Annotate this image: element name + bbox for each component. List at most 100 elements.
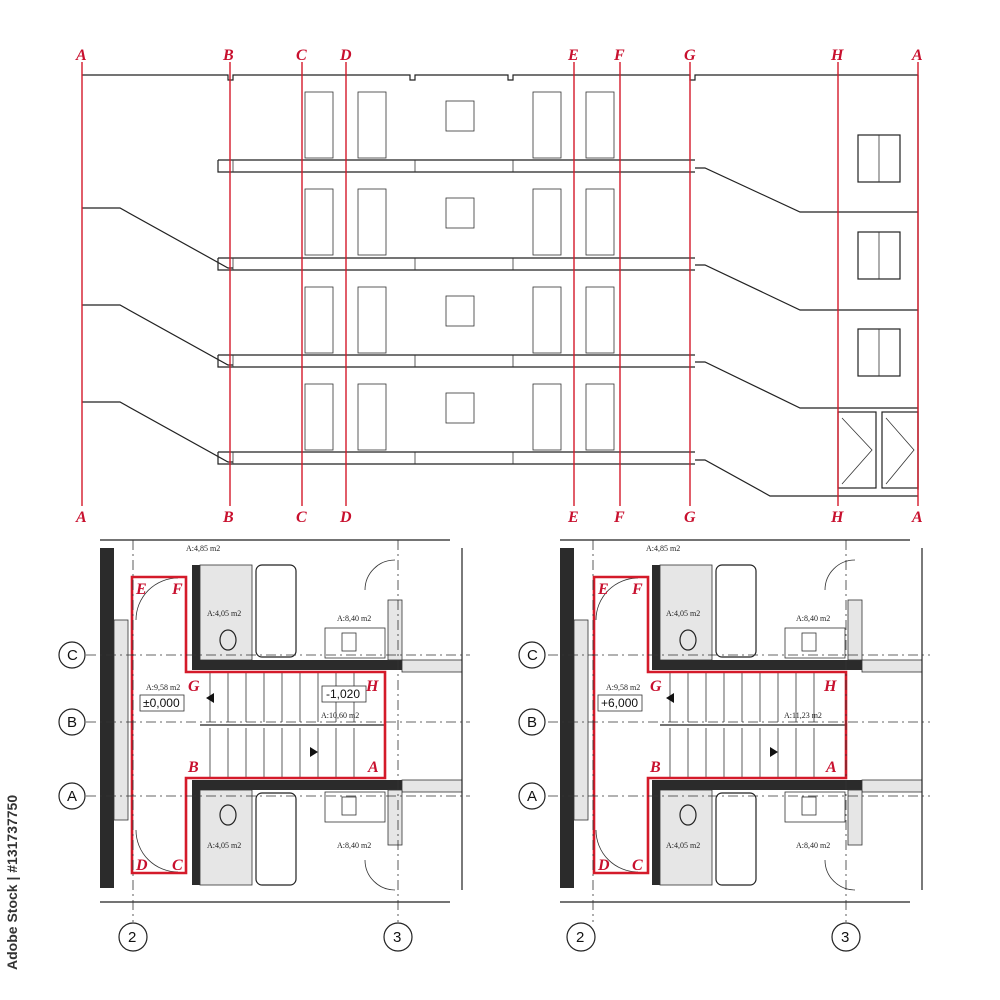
floor-slab [217, 451, 695, 465]
section-label: A [75, 509, 87, 526]
plan-section-label: F [171, 581, 183, 598]
level-mark: ±0,000 [143, 696, 180, 710]
door [532, 91, 562, 159]
elevation-bottom-labels: A B C D E F G H A [75, 509, 923, 526]
stove [801, 796, 817, 816]
bathtub [715, 792, 757, 886]
window [445, 197, 475, 229]
window [445, 295, 475, 327]
plan-section-label: B [187, 759, 199, 776]
toilet [679, 804, 697, 826]
room-area: A:9,58 m2 [606, 683, 640, 692]
plan-section-label: D [597, 857, 610, 874]
wall-hatch [401, 659, 463, 673]
door-swing [364, 859, 396, 891]
door [532, 188, 562, 256]
axis-row-label: A [67, 788, 77, 805]
section-label: E [567, 509, 579, 526]
axis-col-label: 3 [841, 929, 849, 946]
plan-section-label: C [172, 857, 183, 874]
wall [652, 660, 862, 670]
door [585, 91, 615, 159]
room-area: A:8,40 m2 [796, 841, 830, 850]
room-area: A:4,85 m2 [186, 544, 220, 553]
section-label: H [830, 509, 844, 526]
plan-outline [100, 539, 450, 903]
plan-section-label: G [188, 678, 200, 695]
plan-section-label: G [650, 678, 662, 695]
wall-hatch [401, 779, 463, 793]
door-swing [135, 577, 179, 621]
bathtub [255, 564, 297, 658]
room-area: A:11,23 m2 [784, 711, 822, 720]
section-label: B [222, 509, 234, 526]
wall-hatch [847, 599, 863, 661]
axis-col-markers: 2 3 [566, 540, 861, 952]
section-label: F [613, 509, 625, 526]
wall [192, 565, 200, 665]
axis-col-label: 3 [393, 929, 401, 946]
wall-hatch [387, 599, 403, 661]
plan-section-label: A [367, 759, 379, 776]
wall [192, 660, 402, 670]
door-swing [364, 559, 396, 591]
door [585, 286, 615, 354]
toilet [679, 629, 697, 651]
wall [652, 780, 862, 790]
kitchen-unit [784, 627, 846, 659]
bathtub [255, 792, 297, 886]
wall-hatch [861, 659, 923, 673]
door [585, 188, 615, 256]
wall [192, 780, 402, 790]
section-label: H [830, 47, 844, 64]
axis-row-label: A [527, 788, 537, 805]
window [445, 392, 475, 424]
kitchen-unit [784, 791, 846, 823]
plan-section-label: F [631, 581, 643, 598]
section-label: C [296, 509, 307, 526]
section-lines [81, 62, 919, 506]
tiled-floor [199, 564, 253, 661]
door-swing [595, 829, 639, 873]
section-label: D [339, 47, 352, 64]
window [445, 100, 475, 132]
axis-row-label: B [527, 714, 537, 731]
arrow-icon [310, 747, 318, 757]
section-label: G [684, 47, 696, 64]
level-mark: -1,020 [326, 687, 360, 701]
room-area: A:4,05 m2 [207, 609, 241, 618]
wall [560, 548, 574, 888]
section-label: D [339, 509, 352, 526]
stove [801, 632, 817, 652]
axis-row-label: B [67, 714, 77, 731]
plan-section-label: D [135, 857, 148, 874]
axis-row-markers: C B A [518, 641, 930, 810]
plan-section-label: E [597, 581, 609, 598]
section-label: A [911, 47, 923, 64]
plan-section-label: B [649, 759, 661, 776]
wall-hatch [847, 789, 863, 846]
arrow-icon [206, 693, 214, 703]
toilet [219, 804, 237, 826]
stove [341, 632, 357, 652]
toilet [219, 629, 237, 651]
wall-hatch [573, 619, 589, 821]
room-area: A:4,05 m2 [666, 841, 700, 850]
door [304, 188, 334, 256]
door [357, 91, 387, 159]
building-section [82, 74, 919, 497]
floor-slab [217, 354, 695, 368]
section-label: A [75, 47, 87, 64]
plan-section-label: H [823, 678, 837, 695]
axis-row-label: C [67, 647, 78, 664]
wall [192, 785, 200, 885]
plan-section-label: C [632, 857, 643, 874]
door [532, 383, 562, 451]
wall-hatch [113, 619, 129, 821]
door [357, 383, 387, 451]
section-label: C [296, 47, 307, 64]
plan-section-label: E [135, 581, 147, 598]
plan-section-label: H [365, 678, 379, 695]
